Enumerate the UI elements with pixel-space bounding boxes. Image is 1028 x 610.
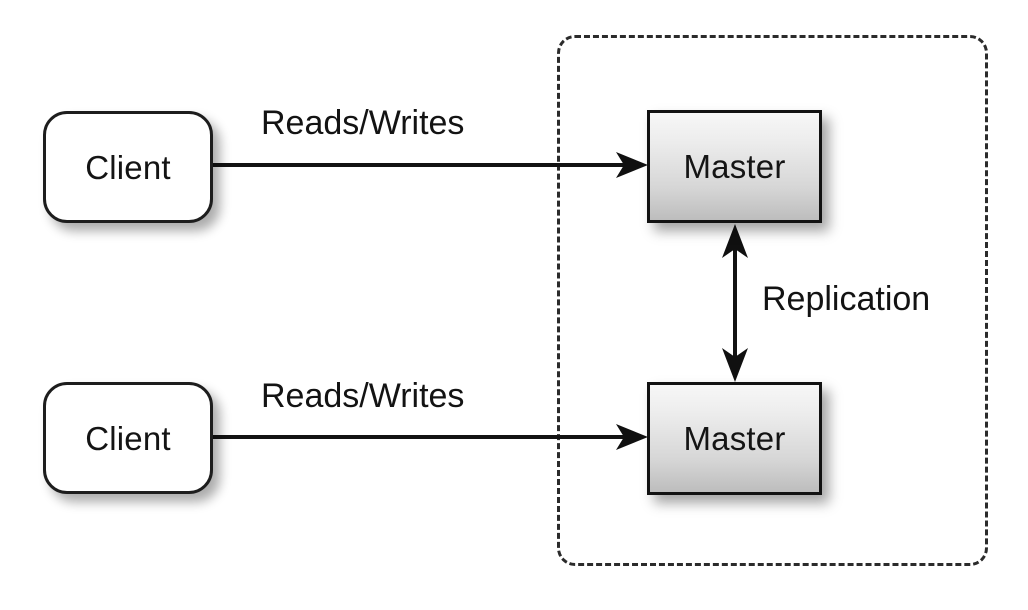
node-label: Client [85,419,171,457]
node-master-top[interactable]: Master [647,110,822,223]
node-client-top[interactable]: Client [43,111,213,223]
node-label: Client [85,148,171,186]
node-label: Master [683,148,786,185]
edge-label-reads-writes-top: Reads/Writes [261,104,465,142]
edge-label-reads-writes-bottom: Reads/Writes [261,377,465,415]
edge-client-bottom-master-bottom [212,424,648,450]
edge-label-replication: Replication [762,280,931,318]
cluster-boundary-dashed [557,35,988,566]
node-label: Master [683,420,786,457]
node-client-bottom[interactable]: Client [43,382,213,494]
edge-master-replication [722,224,748,382]
edge-client-top-master-top [212,152,648,178]
node-master-bottom[interactable]: Master [647,382,822,495]
